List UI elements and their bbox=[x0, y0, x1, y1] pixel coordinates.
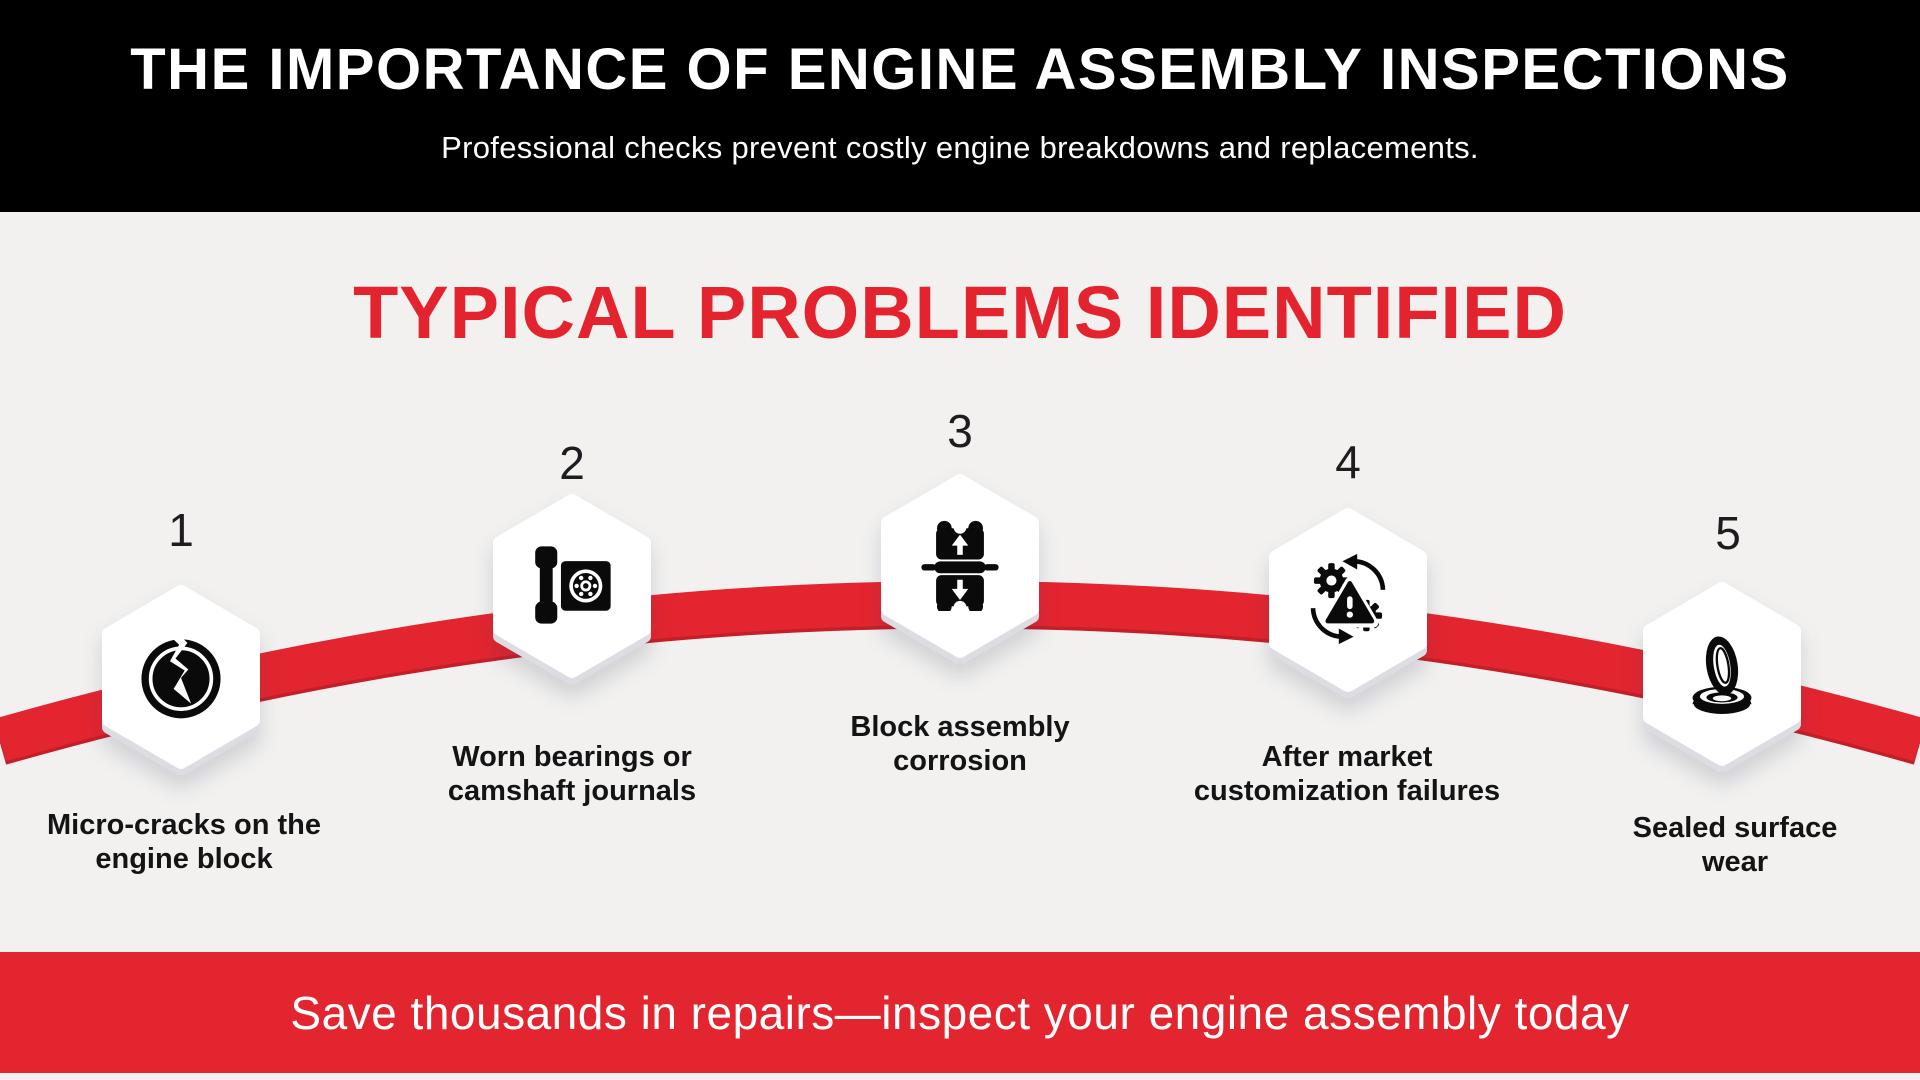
step-number-2: 2 bbox=[559, 437, 585, 489]
hexagon-badge-3 bbox=[880, 473, 1040, 665]
gears-warning-icon bbox=[1310, 553, 1386, 645]
footer-cta-text: Save thousands in repairs—inspect your e… bbox=[290, 986, 1630, 1039]
engine-block-assembly-icon bbox=[921, 520, 999, 611]
problem-label-1: Micro-cracks on the engine block bbox=[47, 809, 321, 875]
cracked-engine-block-icon bbox=[141, 630, 221, 719]
hexagon-badge-2 bbox=[492, 493, 652, 685]
problem-label-3: Block assembly corrosion bbox=[850, 711, 1070, 777]
step-number-4: 4 bbox=[1335, 436, 1361, 488]
step-number-3: 3 bbox=[947, 405, 973, 457]
footer-banner: Save thousands in repairs—inspect your e… bbox=[0, 952, 1920, 1073]
hexagon-badge-1 bbox=[101, 584, 261, 776]
hexagon-badge-5 bbox=[1642, 581, 1802, 773]
page-title: THE IMPORTANCE OF ENGINE ASSEMBLY INSPEC… bbox=[130, 37, 1790, 102]
seal-rings-icon bbox=[1691, 636, 1753, 717]
section-title: TYPICAL PROBLEMS IDENTIFIED bbox=[353, 271, 1567, 354]
page-subtitle: Professional checks prevent costly engin… bbox=[441, 130, 1479, 165]
header-banner: THE IMPORTANCE OF ENGINE ASSEMBLY INSPEC… bbox=[0, 0, 1920, 212]
step-number-1: 1 bbox=[168, 504, 194, 556]
bearing-icon bbox=[535, 546, 611, 624]
problem-label-2: Worn bearings or camshaft journals bbox=[447, 741, 697, 807]
step-number-5: 5 bbox=[1715, 507, 1741, 559]
problem-label-5: Sealed surface wear bbox=[1632, 812, 1838, 878]
hexagon-badge-4 bbox=[1268, 507, 1428, 699]
problem-label-4: After market customization failures bbox=[1193, 741, 1501, 807]
